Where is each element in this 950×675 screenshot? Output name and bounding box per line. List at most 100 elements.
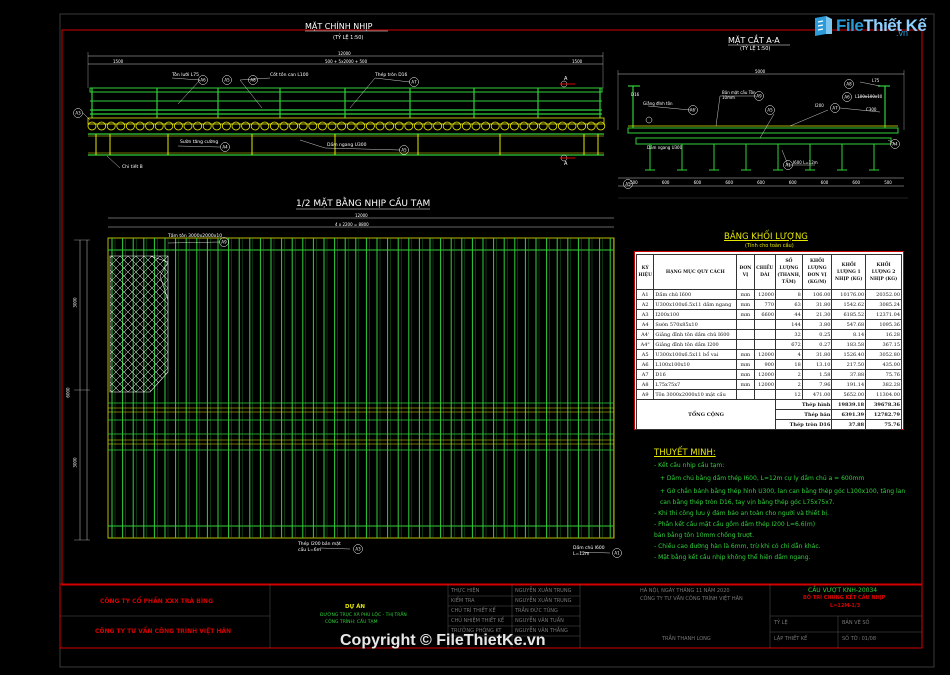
- deck-beam-end: [183, 121, 193, 131]
- deck-beam-end: [394, 121, 404, 131]
- section-dim-top: 5000: [755, 69, 766, 74]
- deck-beam-end: [125, 121, 135, 131]
- filethietke-logo[interactable]: FileThiết Kế .vn: [812, 14, 927, 40]
- table-cell: 2: [775, 369, 803, 380]
- table-cell: 12: [775, 389, 803, 400]
- label-a1: Chi tiết B: [122, 165, 143, 170]
- signer: NGUYỄN VĂN THẮNG: [515, 628, 568, 634]
- table-cell: 44: [775, 309, 803, 320]
- elevation-dim-sub: 500 + 5x2000 + 500: [325, 59, 368, 64]
- table-row: TỔNG CỘNG Thép hình 19839.18 39678.36: [635, 399, 902, 430]
- table-cell: L75x75x7: [653, 379, 738, 390]
- section-a5: Dầm ngang U300: [647, 145, 683, 150]
- deck-beam-end: [289, 121, 299, 131]
- table-cell: Thép tròn D16: [775, 419, 833, 430]
- section-dims-row: 500 600 600 600 600 600 600 600 500: [618, 180, 904, 186]
- table-cell: Sườn 570x85x10: [653, 319, 738, 330]
- section-dim: 600: [820, 180, 829, 185]
- section-dim: 600: [693, 180, 702, 185]
- table-cell: 0.27: [801, 339, 833, 350]
- svg-text:A4: A4: [892, 142, 898, 147]
- svg-text:A8: A8: [846, 82, 852, 87]
- deck-beam-end: [490, 121, 500, 131]
- deck-beam-end: [538, 121, 548, 131]
- elevation-dim-left: 1500: [113, 59, 124, 64]
- table-cell: 191.14: [831, 379, 867, 390]
- girder-i600: [869, 143, 879, 171]
- section-l100: L100x100x10: [855, 94, 883, 99]
- table-cell: A1: [635, 289, 655, 300]
- notes-title: THUYẾT MINH:: [654, 448, 716, 458]
- table-cell: [753, 389, 777, 400]
- table-cell: 6600: [753, 309, 777, 320]
- table-cell: mm: [736, 359, 755, 370]
- deck-beam-end: [404, 121, 414, 131]
- table-cell: 1095.36: [865, 319, 902, 330]
- table-cell: Giằng đĩnh tôn dầm chủ I600: [653, 329, 738, 340]
- company-1: CÔNG TY CỔ PHẦN XXX TRÀ BÌNG: [100, 598, 213, 605]
- table-header: SỐ LƯỢNG (THANH, TẤM): [775, 254, 803, 290]
- svg-text:A3: A3: [355, 547, 361, 552]
- note-line: + Gờ chắn bánh bằng thép hình U300, lan …: [660, 488, 906, 495]
- svg-text:A7: A7: [832, 106, 838, 111]
- table-cell: mm: [736, 289, 755, 300]
- table-cell: mm: [736, 379, 755, 390]
- table-cell: Thép hình: [775, 399, 833, 410]
- plan-bottom-a3: Thép I200 bản mặt cầu L=6m: [298, 542, 341, 553]
- table-cell: 21.30: [801, 309, 833, 320]
- deck-beam-end: [452, 121, 462, 131]
- table-cell: 217.50: [831, 359, 867, 370]
- elevation-dim-right: 1500: [572, 59, 583, 64]
- deck-beam-end: [145, 121, 155, 131]
- table-cell: [736, 329, 755, 340]
- svg-text:A6': A6': [690, 108, 696, 113]
- svg-text:A6: A6: [200, 78, 206, 83]
- table-cell: 63: [775, 299, 803, 310]
- table-cell: 7.96: [801, 379, 833, 390]
- table-cell: mm: [736, 349, 755, 360]
- deck-beam-end: [433, 121, 443, 131]
- deck-beam-end: [106, 121, 116, 131]
- total-label: TỔNG CỘNG: [635, 399, 777, 430]
- deck-beam-end: [375, 121, 385, 131]
- table-cell: 770: [753, 299, 777, 310]
- section-dim: 500: [630, 180, 638, 185]
- table-cell: 547.68: [831, 319, 867, 330]
- section-a6: Giằng đĩnh tôn: [643, 101, 673, 106]
- plan-dim-top: 12000: [355, 213, 368, 218]
- role: CHỦ NHIỆM THIẾT KẾ: [451, 618, 505, 624]
- section-dim: 600: [757, 180, 765, 185]
- sheet-number-label: BẢN VẼ SỐ: [842, 620, 870, 626]
- table-cell: Thép bản: [775, 409, 833, 420]
- svg-text:A7: A7: [411, 80, 417, 85]
- table-cell: 12000: [753, 369, 777, 380]
- deck-beam-end: [471, 121, 481, 131]
- deck-beam-end: [327, 121, 337, 131]
- table-cell: A4': [635, 329, 655, 340]
- deck-beam-end: [202, 121, 212, 131]
- deck-beam-end: [500, 121, 510, 131]
- signer: NGUYỄN VĂN TUẤN: [515, 618, 564, 624]
- plan-dim-left: 3000: [72, 297, 78, 308]
- table-cell: [736, 339, 755, 350]
- table-cell: 900: [753, 359, 777, 370]
- table-row: Thép bản 6391.39 12782.79: [637, 409, 902, 420]
- table-cell: 6391.39: [831, 409, 867, 420]
- table-header: KÝ HIỆU: [635, 254, 655, 290]
- svg-text:A5: A5: [401, 148, 407, 153]
- table-cell: 75.76: [865, 419, 902, 430]
- svg-text:A9: A9: [756, 94, 762, 99]
- svg-text:A5: A5: [625, 182, 631, 187]
- table-cell: D16: [653, 369, 738, 380]
- section-scale: (TỶ LỆ 1:50): [740, 46, 771, 52]
- table-cell: 12000: [753, 349, 777, 360]
- table-cell: A7: [635, 369, 655, 380]
- section-dim: 600: [852, 180, 861, 185]
- svg-text:A3: A3: [75, 111, 81, 116]
- table-cell: [736, 319, 755, 330]
- section-mark-top: A: [564, 76, 568, 82]
